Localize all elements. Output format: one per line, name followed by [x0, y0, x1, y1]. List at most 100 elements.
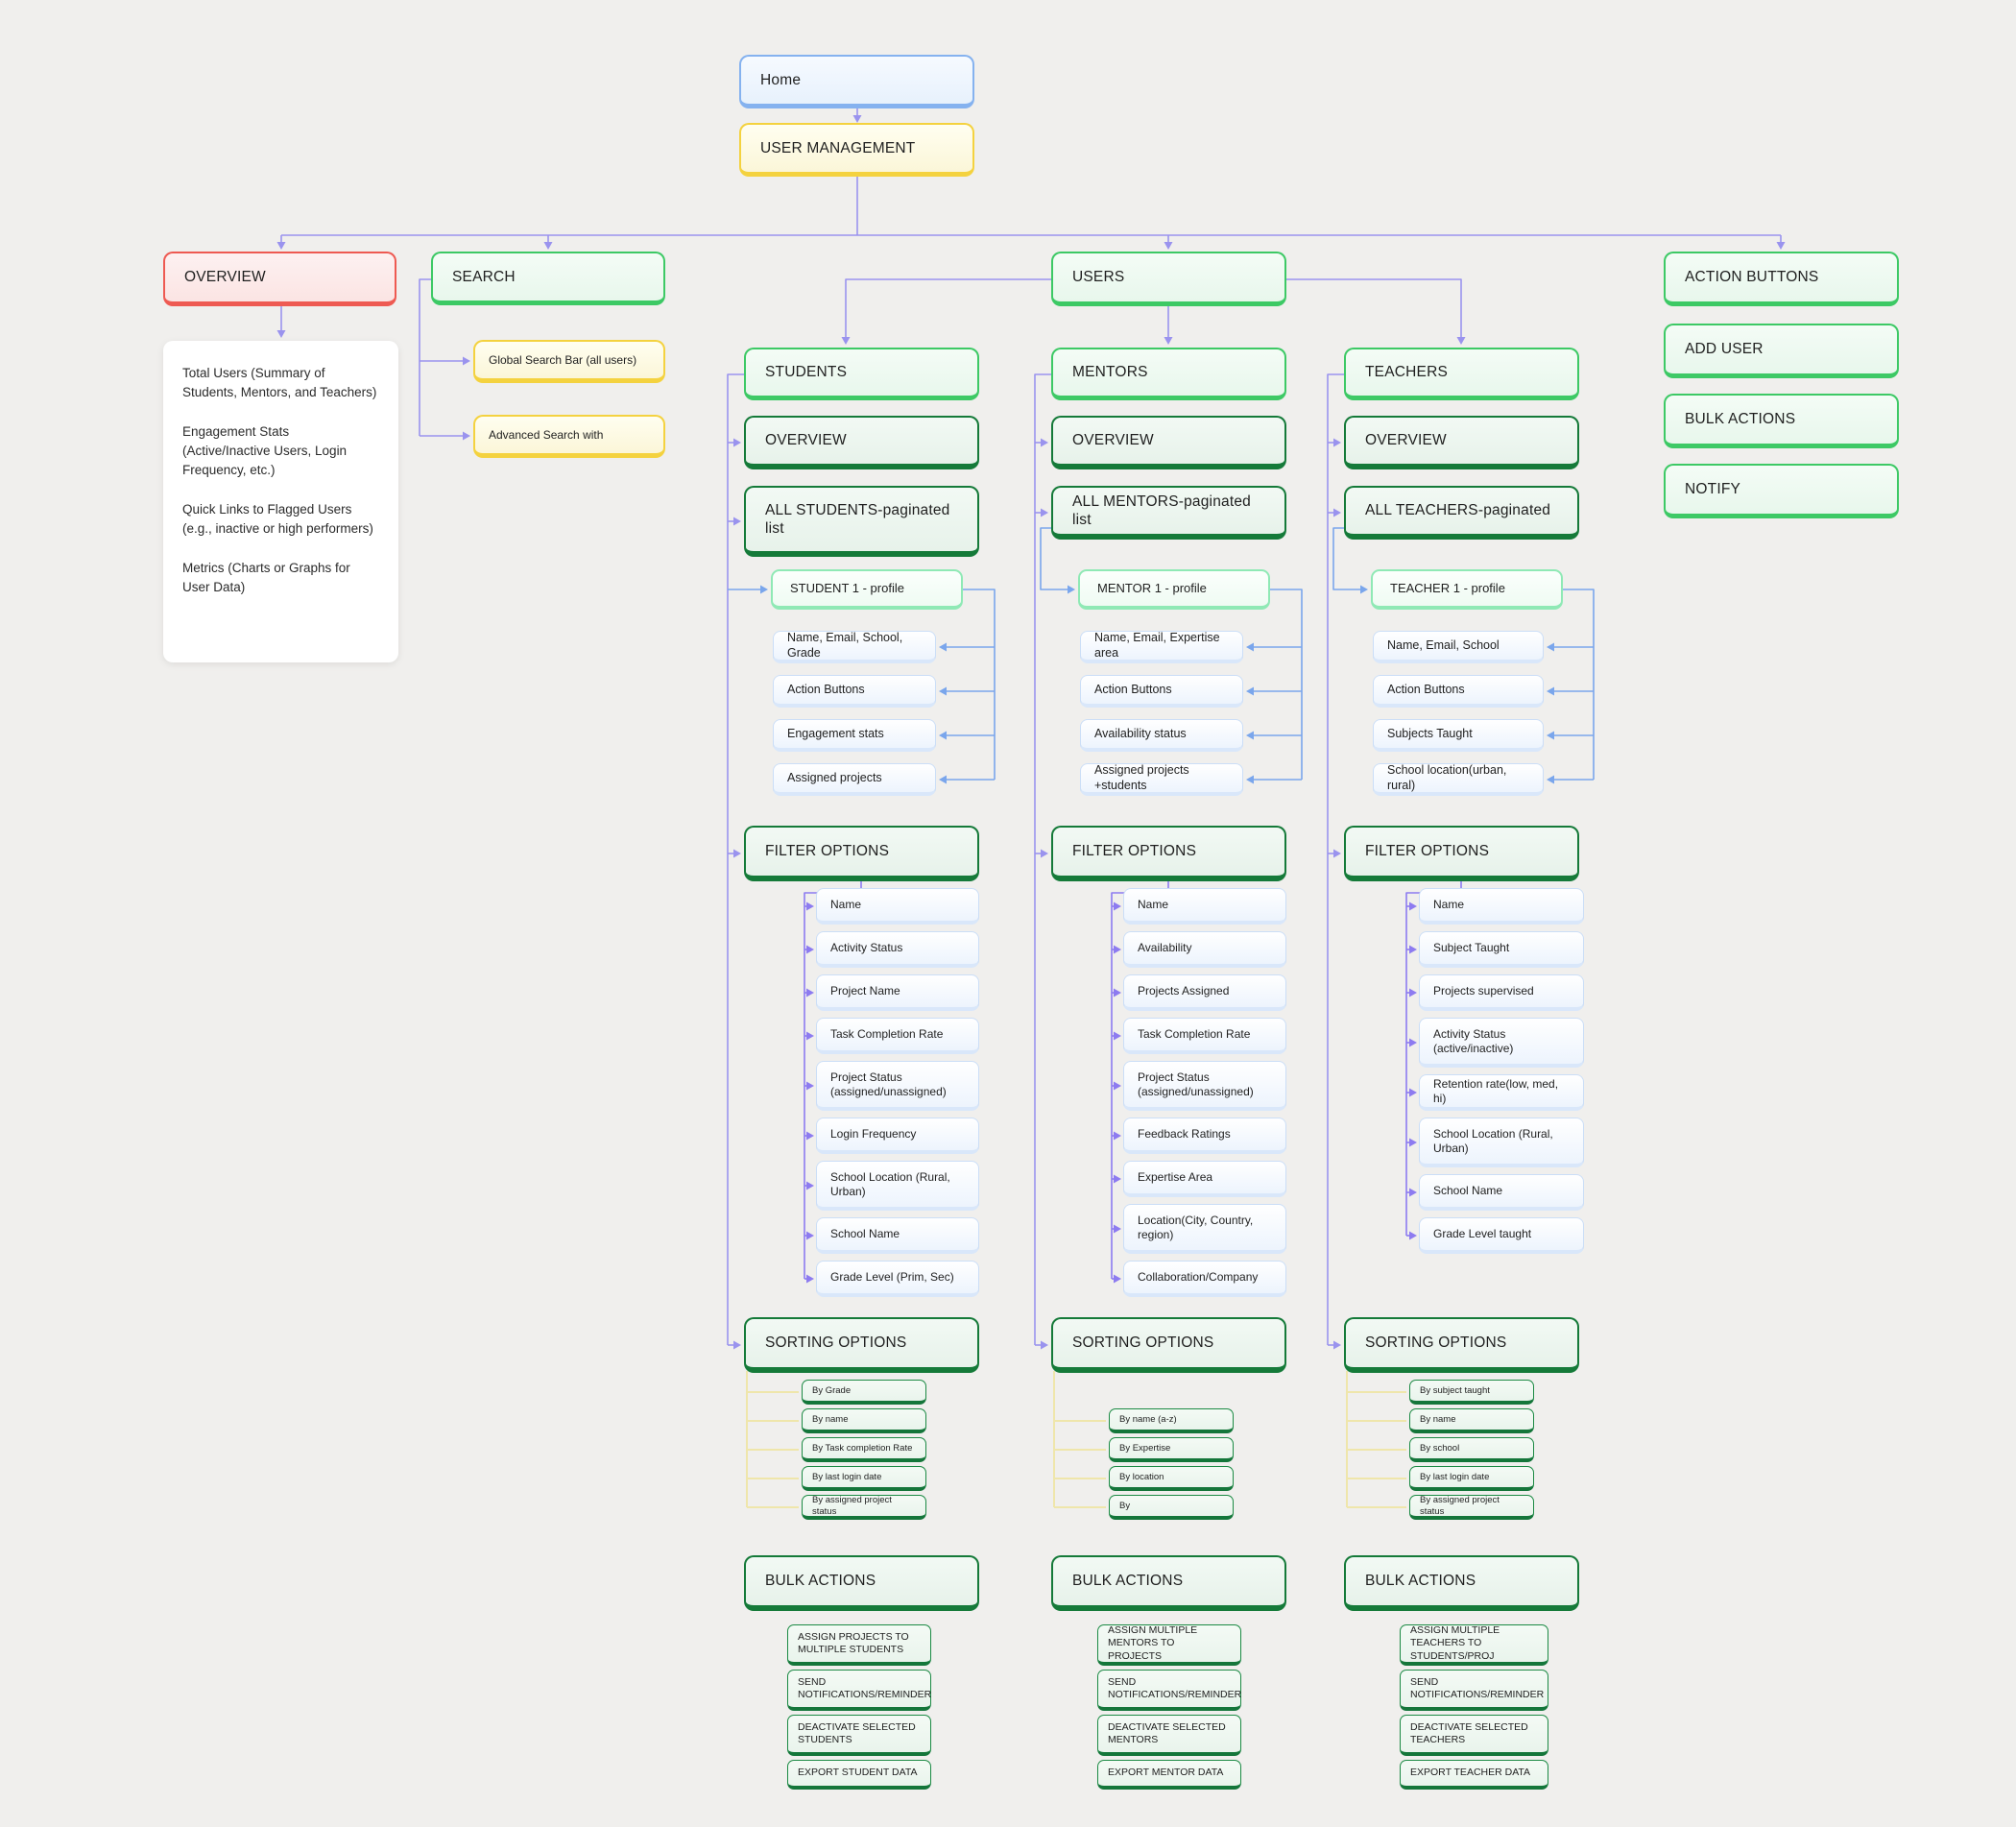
sort-item[interactable]: By Task completion Rate	[802, 1437, 926, 1462]
node-add-user[interactable]: ADD USER	[1664, 324, 1899, 378]
mentors-profile[interactable]: MENTOR 1 - profile	[1078, 569, 1270, 610]
filter-item[interactable]: School Name	[1419, 1174, 1584, 1211]
bulk-item[interactable]: SEND NOTIFICATIONS/REMINDER	[787, 1670, 931, 1711]
profile-field[interactable]: School location(urban, rural)	[1373, 763, 1544, 796]
filter-item[interactable]: Grade Level taught	[1419, 1217, 1584, 1254]
sort-item[interactable]: By assigned project status	[1409, 1495, 1534, 1520]
teachers-profile[interactable]: TEACHER 1 - profile	[1371, 569, 1563, 610]
filter-item[interactable]: Name	[816, 888, 979, 925]
teachers-filter-options[interactable]: FILTER OPTIONS	[1344, 826, 1579, 881]
profile-field[interactable]: Subjects Taught	[1373, 719, 1544, 752]
mentors-filter-options[interactable]: FILTER OPTIONS	[1051, 826, 1286, 881]
sort-item[interactable]: By Grade	[802, 1380, 926, 1405]
bulk-item[interactable]: EXPORT TEACHER DATA	[1400, 1760, 1548, 1790]
sort-item[interactable]: By Expertise	[1109, 1437, 1234, 1462]
sort-item[interactable]: By last login date	[802, 1466, 926, 1491]
sort-item[interactable]: By last login date	[1409, 1466, 1534, 1491]
node-students[interactable]: STUDENTS	[744, 348, 979, 400]
bulk-item[interactable]: EXPORT MENTOR DATA	[1097, 1760, 1241, 1790]
filter-item[interactable]: School Location (Rural, Urban)	[816, 1161, 979, 1211]
profile-field[interactable]: Engagement stats	[773, 719, 936, 752]
students-bulk-actions[interactable]: BULK ACTIONS	[744, 1555, 979, 1611]
filter-item[interactable]: School Name	[816, 1217, 979, 1254]
node-teachers[interactable]: TEACHERS	[1344, 348, 1579, 400]
filter-item[interactable]: Project Status (assigned/unassigned)	[816, 1061, 979, 1111]
node-notify[interactable]: NOTIFY	[1664, 464, 1899, 518]
bulk-item[interactable]: ASSIGN MULTIPLE MENTORS TO PROJECTS	[1097, 1624, 1241, 1666]
node-home[interactable]: Home	[739, 55, 974, 108]
teachers-bulk-actions[interactable]: BULK ACTIONS	[1344, 1555, 1579, 1611]
sort-item[interactable]: By subject taught	[1409, 1380, 1534, 1405]
filter-item[interactable]: Location(City, Country, region)	[1123, 1204, 1286, 1254]
node-bulk-actions[interactable]: BULK ACTIONS	[1664, 394, 1899, 448]
profile-field[interactable]: Assigned projects	[773, 763, 936, 796]
node-search[interactable]: SEARCH	[431, 252, 665, 305]
profile-field[interactable]: Action Buttons	[1080, 675, 1243, 708]
sort-item[interactable]: By name	[1409, 1408, 1534, 1433]
sort-item[interactable]: By assigned project status	[802, 1495, 926, 1520]
sort-item[interactable]: By location	[1109, 1466, 1234, 1491]
profile-field[interactable]: Availability status	[1080, 719, 1243, 752]
filter-item[interactable]: School Location (Rural, Urban)	[1419, 1118, 1584, 1167]
filter-item[interactable]: Expertise Area	[1123, 1161, 1286, 1197]
node-global-search[interactable]: Global Search Bar (all users)	[473, 340, 665, 383]
note-item: Metrics (Charts or Graphs for User Data)	[182, 560, 350, 594]
sort-item[interactable]: By name (a-z)	[1109, 1408, 1234, 1433]
bulk-item[interactable]: ASSIGN MULTIPLE TEACHERS TO STUDENTS/PRO…	[1400, 1624, 1548, 1666]
overview-notes-card[interactable]: Total Users (Summary of Students, Mentor…	[163, 341, 398, 662]
filter-item[interactable]: Collaboration/Company	[1123, 1261, 1286, 1297]
bulk-item[interactable]: ASSIGN PROJECTS TO MULTIPLE STUDENTS	[787, 1624, 931, 1666]
filter-item[interactable]: Retention rate(low, med, hi)	[1419, 1074, 1584, 1111]
bulk-item[interactable]: DEACTIVATE SELECTED TEACHERS	[1400, 1715, 1548, 1756]
sort-item[interactable]: By name	[802, 1408, 926, 1433]
students-sorting-options[interactable]: SORTING OPTIONS	[744, 1317, 979, 1373]
filter-item[interactable]: Projects Assigned	[1123, 974, 1286, 1011]
filter-item[interactable]: Login Frequency	[816, 1118, 979, 1154]
profile-field[interactable]: Name, Email, School, Grade	[773, 631, 936, 663]
bulk-item[interactable]: SEND NOTIFICATIONS/REMINDER	[1097, 1670, 1241, 1711]
filter-item[interactable]: Name	[1419, 888, 1584, 925]
students-filter-options[interactable]: FILTER OPTIONS	[744, 826, 979, 881]
students-profile[interactable]: STUDENT 1 - profile	[771, 569, 963, 610]
mentors-overview[interactable]: OVERVIEW	[1051, 416, 1286, 469]
mentors-bulk-actions[interactable]: BULK ACTIONS	[1051, 1555, 1286, 1611]
node-action-buttons[interactable]: ACTION BUTTONS	[1664, 252, 1899, 306]
bulk-item[interactable]: EXPORT STUDENT DATA	[787, 1760, 931, 1790]
node-advanced-search[interactable]: Advanced Search with	[473, 415, 665, 458]
students-overview[interactable]: OVERVIEW	[744, 416, 979, 469]
filter-item[interactable]: Name	[1123, 888, 1286, 925]
mentors-bulk-list: ASSIGN MULTIPLE MENTORS TO PROJECTS SEND…	[1097, 1624, 1241, 1790]
mentors-sorting-options[interactable]: SORTING OPTIONS	[1051, 1317, 1286, 1373]
profile-field[interactable]: Action Buttons	[773, 675, 936, 708]
filter-item[interactable]: Grade Level (Prim, Sec)	[816, 1261, 979, 1297]
teachers-overview[interactable]: OVERVIEW	[1344, 416, 1579, 469]
filter-item[interactable]: Feedback Ratings	[1123, 1118, 1286, 1154]
filter-item[interactable]: Projects supervised	[1419, 974, 1584, 1011]
bulk-item[interactable]: DEACTIVATE SELECTED MENTORS	[1097, 1715, 1241, 1756]
node-user-management[interactable]: USER MANAGEMENT	[739, 123, 974, 177]
profile-field[interactable]: Name, Email, School	[1373, 631, 1544, 663]
filter-item[interactable]: Subject Taught	[1419, 931, 1584, 968]
mentors-all-list[interactable]: ALL MENTORS-paginated list	[1051, 486, 1286, 540]
filter-item[interactable]: Project Name	[816, 974, 979, 1011]
filter-item[interactable]: Activity Status (active/inactive)	[1419, 1018, 1584, 1068]
filter-item[interactable]: Availability	[1123, 931, 1286, 968]
node-overview[interactable]: OVERVIEW	[163, 252, 396, 306]
teachers-sorting-options[interactable]: SORTING OPTIONS	[1344, 1317, 1579, 1373]
profile-field[interactable]: Name, Email, Expertise area	[1080, 631, 1243, 663]
teachers-all-list[interactable]: ALL TEACHERS-paginated	[1344, 486, 1579, 540]
sort-item[interactable]: By school	[1409, 1437, 1534, 1462]
filter-item[interactable]: Task Completion Rate	[1123, 1018, 1286, 1054]
profile-field[interactable]: Action Buttons	[1373, 675, 1544, 708]
filter-item[interactable]: Project Status (assigned/unassigned)	[1123, 1061, 1286, 1111]
bulk-item[interactable]: SEND NOTIFICATIONS/REMINDER	[1400, 1670, 1548, 1711]
filter-item[interactable]: Activity Status	[816, 931, 979, 968]
profile-field[interactable]: Assigned projects +students	[1080, 763, 1243, 796]
filter-item[interactable]: Task Completion Rate	[816, 1018, 979, 1054]
sort-item[interactable]: By	[1109, 1495, 1234, 1520]
students-all-list[interactable]: ALL STUDENTS-paginated list	[744, 486, 979, 557]
bulk-item[interactable]: DEACTIVATE SELECTED STUDENTS	[787, 1715, 931, 1756]
node-mentors[interactable]: MENTORS	[1051, 348, 1286, 400]
node-users[interactable]: USERS	[1051, 252, 1286, 306]
